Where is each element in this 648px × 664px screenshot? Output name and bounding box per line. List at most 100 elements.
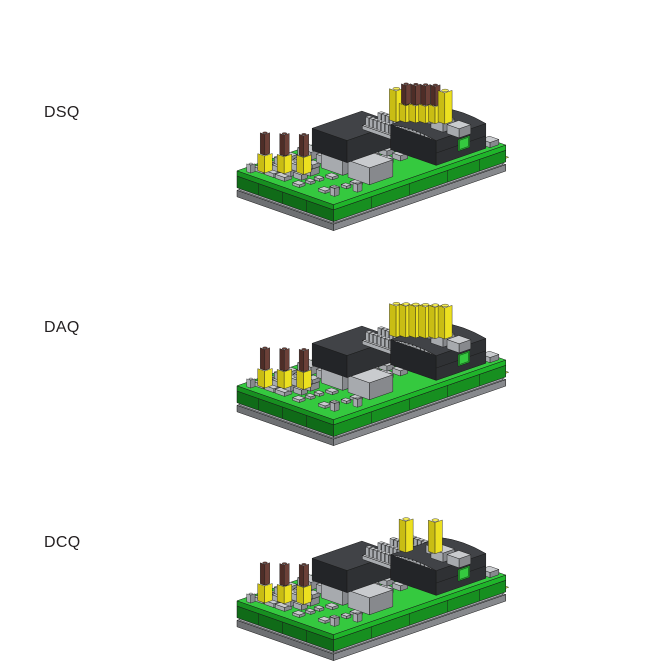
surface bbox=[381, 552, 385, 563]
surface bbox=[292, 610, 306, 616]
cylinder-cap bbox=[392, 87, 401, 91]
surface bbox=[334, 401, 340, 412]
cylinder-cap bbox=[301, 133, 307, 136]
surface bbox=[418, 103, 426, 124]
surface bbox=[437, 90, 446, 125]
cylinder-cap bbox=[262, 346, 268, 349]
surface bbox=[365, 546, 370, 557]
module-label-dsq: DSQ bbox=[44, 104, 80, 121]
surface bbox=[401, 83, 407, 106]
surface bbox=[283, 583, 292, 604]
surface bbox=[305, 178, 316, 183]
surface bbox=[357, 612, 363, 623]
surface bbox=[334, 186, 340, 197]
cylinder-cap bbox=[423, 83, 429, 86]
surface bbox=[260, 132, 265, 156]
surface bbox=[434, 519, 443, 554]
surface bbox=[381, 327, 389, 331]
surface bbox=[303, 369, 312, 390]
surface bbox=[377, 550, 381, 561]
surface bbox=[313, 390, 325, 395]
surface bbox=[369, 333, 373, 344]
surface bbox=[250, 378, 256, 389]
surface bbox=[303, 584, 312, 605]
surface bbox=[425, 84, 431, 106]
surface bbox=[446, 120, 472, 129]
cylinder-cap bbox=[431, 518, 440, 522]
cylinder-cap bbox=[355, 396, 360, 399]
surface bbox=[381, 542, 389, 546]
module-label-daq: DAQ bbox=[44, 319, 80, 336]
surface bbox=[389, 537, 397, 540]
surface bbox=[413, 537, 421, 540]
surface bbox=[298, 564, 304, 587]
surface bbox=[341, 612, 352, 617]
surface bbox=[377, 541, 385, 545]
surface bbox=[405, 518, 414, 553]
cylinder-cap bbox=[248, 377, 254, 380]
surface bbox=[329, 186, 335, 197]
surface bbox=[417, 538, 425, 542]
surface bbox=[377, 111, 385, 115]
surface bbox=[246, 378, 251, 389]
surface bbox=[283, 368, 292, 389]
surface bbox=[257, 153, 265, 174]
surface bbox=[341, 397, 352, 402]
surface bbox=[369, 331, 377, 335]
surface bbox=[365, 331, 370, 342]
surface bbox=[260, 562, 265, 586]
surface bbox=[257, 368, 265, 389]
cylinder-cap bbox=[355, 181, 360, 184]
module-row-dcq: DCQ bbox=[0, 430, 648, 661]
surface bbox=[325, 602, 339, 608]
surface bbox=[415, 83, 421, 106]
surface bbox=[277, 369, 285, 389]
surface bbox=[264, 583, 273, 604]
surface bbox=[296, 154, 304, 175]
module-label-dcq: DCQ bbox=[44, 534, 81, 551]
module-illustration-dcq bbox=[236, 517, 509, 661]
surface bbox=[279, 348, 285, 372]
surface bbox=[408, 304, 416, 339]
module-row-daq: DAQ bbox=[0, 215, 648, 446]
surface bbox=[264, 368, 273, 389]
surface bbox=[373, 549, 377, 560]
surface bbox=[428, 104, 436, 124]
surface bbox=[377, 326, 385, 330]
cylinder-cap bbox=[332, 401, 338, 404]
surface bbox=[398, 518, 407, 553]
surface bbox=[329, 401, 335, 412]
surface bbox=[284, 563, 290, 587]
module-render-daq bbox=[215, 215, 648, 446]
surface bbox=[405, 83, 412, 106]
surface bbox=[459, 567, 469, 580]
surface bbox=[250, 593, 256, 604]
surface bbox=[444, 90, 453, 125]
surface bbox=[381, 337, 385, 348]
surface bbox=[283, 153, 292, 174]
surface bbox=[418, 304, 426, 339]
surface bbox=[260, 347, 265, 371]
surface bbox=[325, 387, 339, 393]
surface bbox=[257, 583, 265, 604]
cylinder-cap bbox=[441, 88, 449, 92]
surface bbox=[459, 137, 469, 150]
cylinder-cap bbox=[281, 132, 288, 135]
surface bbox=[389, 88, 397, 123]
surface bbox=[357, 397, 363, 408]
surface bbox=[246, 593, 251, 604]
cylinder-cap bbox=[248, 592, 254, 595]
surface bbox=[352, 182, 358, 193]
surface bbox=[352, 397, 358, 408]
surface bbox=[365, 116, 370, 127]
cylinder-cap bbox=[332, 616, 338, 619]
surface bbox=[428, 519, 436, 554]
surface bbox=[365, 330, 373, 334]
surface bbox=[381, 122, 385, 133]
surface bbox=[398, 303, 407, 338]
surface bbox=[385, 123, 389, 134]
surface bbox=[352, 612, 358, 623]
cylinder-cap bbox=[412, 302, 420, 306]
module-render-dcq bbox=[215, 430, 648, 661]
surface bbox=[334, 616, 340, 627]
